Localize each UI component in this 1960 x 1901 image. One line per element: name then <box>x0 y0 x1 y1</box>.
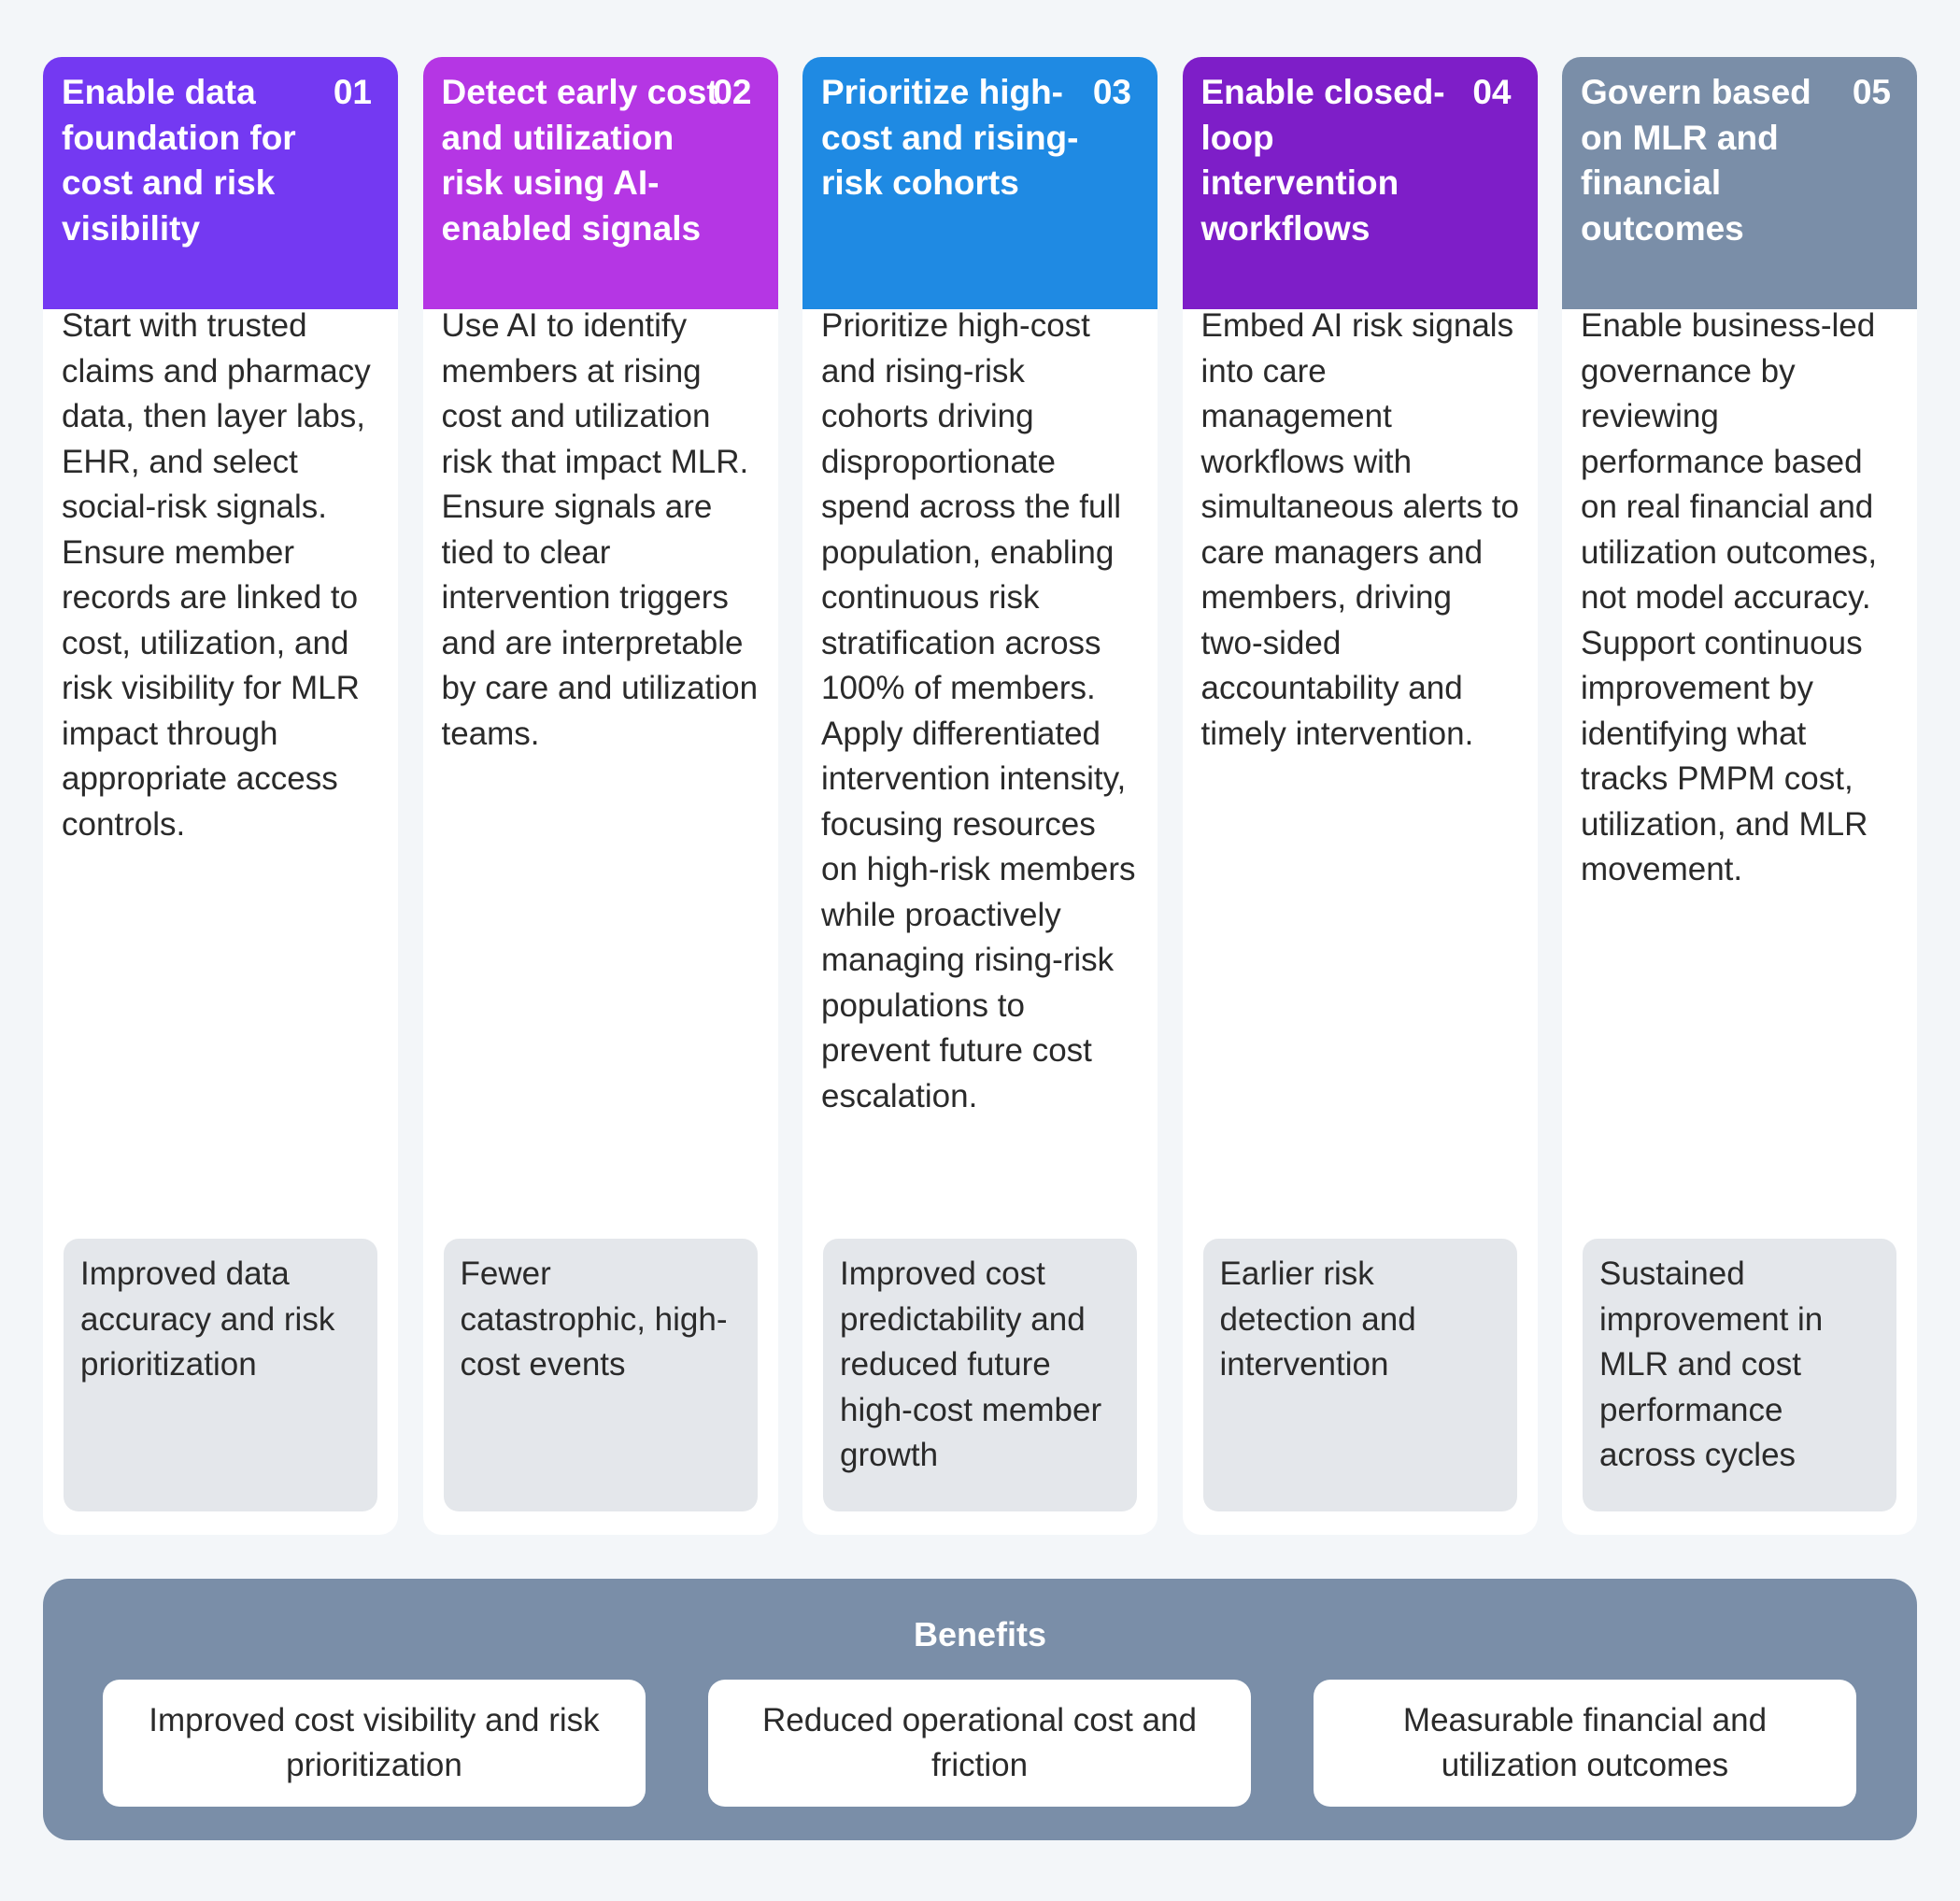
benefits-panel: Benefits Improved cost visibility and ri… <box>43 1579 1917 1840</box>
step-title: Govern based on MLR and financial outcom… <box>1581 73 1811 248</box>
benefit-card: Reduced operational cost and friction <box>708 1680 1251 1807</box>
step-description: Enable business-led governance by review… <box>1581 307 1878 887</box>
step-description: Start with trusted claims and pharmacy d… <box>62 307 371 843</box>
step-number: 01 <box>333 73 372 111</box>
step-title: Enable data foundation for cost and risk… <box>62 73 296 248</box>
step-header-05: Govern based on MLR and financial outcom… <box>1562 57 1917 309</box>
step-card-01: Enable data foundation for cost and risk… <box>43 57 398 1535</box>
benefit-card: Measurable financial and utilization out… <box>1314 1680 1856 1807</box>
step-number: 03 <box>1092 73 1131 111</box>
benefits-title: Benefits <box>913 1615 1047 1653</box>
step-title: Prioritize high-cost and rising-risk coh… <box>821 73 1079 202</box>
step-header-04: Enable closed-loop intervention workflow… <box>1182 57 1538 309</box>
step-header-01: Enable data foundation for cost and risk… <box>43 57 398 309</box>
step-number: 05 <box>1852 73 1891 111</box>
step-card-05: Govern based on MLR and financial outcom… <box>1562 57 1917 1535</box>
step-header-03: Prioritize high-cost and rising-risk coh… <box>802 57 1158 309</box>
step-number: 04 <box>1472 73 1512 111</box>
step-title: Detect early cost and utilization risk u… <box>441 73 718 248</box>
step-outcome: Improved cost predictability and reduced… <box>823 1239 1137 1511</box>
steps-row: Enable data foundation for cost and risk… <box>43 57 1917 1535</box>
step-number: 02 <box>713 73 752 111</box>
step-description: Use AI to identify members at rising cos… <box>441 307 759 752</box>
step-outcome: Sustained improvement in MLR and cost pe… <box>1583 1239 1896 1511</box>
step-title: Enable closed-loop intervention workflow… <box>1200 73 1445 248</box>
step-card-04: Enable closed-loop intervention workflow… <box>1182 57 1538 1535</box>
step-description: Embed AI risk signals into care manageme… <box>1200 307 1519 752</box>
benefit-card: Improved cost visibility and risk priori… <box>103 1680 646 1807</box>
step-description: Prioritize high-cost and rising-risk coh… <box>821 307 1136 1114</box>
step-card-03: Prioritize high-cost and rising-risk coh… <box>802 57 1158 1535</box>
step-card-02: Detect early cost and utilization risk u… <box>422 57 778 1535</box>
step-outcome: Improved data accuracy and risk prioriti… <box>64 1239 377 1511</box>
step-outcome: Earlier risk detection and intervention <box>1202 1239 1517 1511</box>
step-header-02: Detect early cost and utilization risk u… <box>422 57 778 309</box>
step-outcome: Fewer catastrophic, high-cost events <box>443 1239 758 1511</box>
